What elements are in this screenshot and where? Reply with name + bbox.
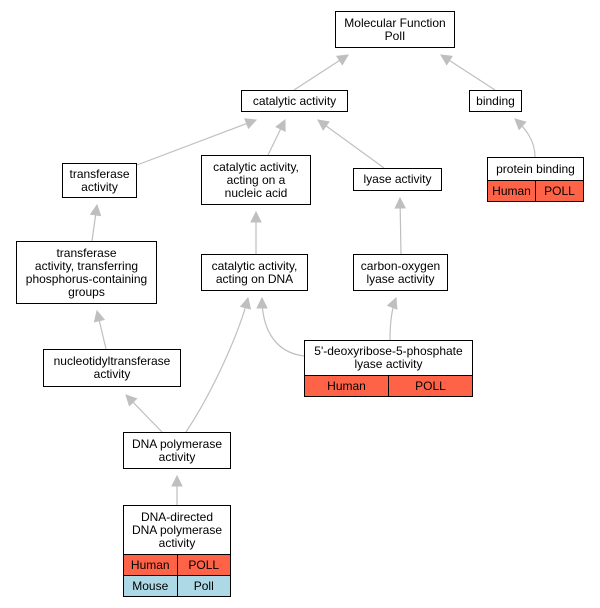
node-label: lyase activity — [363, 172, 432, 186]
gene-cell: POLL — [535, 181, 583, 201]
edge-directed-to-polymerase-arrowhead — [171, 474, 183, 487]
edge-polymerase-to-nucleotidyl-arrowhead — [125, 394, 138, 407]
node-dna-directed-polymerase[interactable]: DNA-directed DNA polymerase activity Hum… — [123, 505, 231, 597]
node-transferase-activity[interactable]: transferase activity — [62, 163, 137, 198]
gene-cell: POLL — [176, 555, 231, 575]
node-deoxyribose-lyase[interactable]: 5'-deoxyribose-5-phosphate lyase activit… — [304, 340, 473, 397]
node-label: nucleotidyltransferase activity — [53, 354, 171, 381]
edge-binding-to-root — [440, 54, 496, 91]
edge-protein-binding-to-binding-arrowhead — [514, 118, 527, 131]
annotation-row-human: Human POLL — [124, 554, 230, 575]
edge-phosphorus-to-transferase-arrowhead — [89, 203, 102, 217]
edge-polymerase-to-dna-arrowhead — [239, 296, 252, 310]
gene-cell: Poll — [176, 576, 231, 596]
node-label: transferase activity, transferring phosp… — [25, 245, 148, 299]
edge-carbon-to-lyase-arrowhead — [394, 196, 406, 209]
node-lyase-activity[interactable]: lyase activity — [353, 168, 442, 191]
annotation-row-mouse: Mouse Poll — [124, 575, 230, 596]
edge-nucleotidyl-to-phosphorus-arrowhead — [93, 309, 106, 323]
edge-transferase-to-catalytic-arrowhead — [244, 118, 258, 130]
node-label: DNA-directed DNA polymerase activity — [131, 509, 223, 550]
node-label: catalytic activity, acting on DNA — [211, 258, 298, 286]
node-label: binding — [476, 93, 515, 108]
edge-dna-to-nucleic-arrowhead — [250, 210, 262, 223]
node-label: Molecular Function PolI — [344, 15, 446, 43]
edge-lyase-to-catalytic-arrowhead — [317, 119, 330, 131]
node-label: transferase activity — [69, 166, 130, 194]
edge-catalytic-to-root-arrowhead — [336, 54, 349, 66]
edge-lyase-to-catalytic — [317, 119, 385, 169]
node-label: 5'-deoxyribose-5-phosphate lyase activit… — [314, 344, 463, 371]
node-carbon-oxygen-lyase[interactable]: carbon-oxygen lyase activity — [353, 254, 448, 291]
edge-nucleic-to-catalytic-arrowhead — [275, 118, 286, 132]
species-cell: Human — [130, 558, 170, 572]
species-cell: Human — [327, 379, 366, 393]
species-cell: Human — [492, 184, 531, 198]
node-molecular-function[interactable]: Molecular Function PolI — [335, 11, 455, 48]
edge-deoxy-to-carbon-arrowhead — [386, 296, 398, 310]
edge-deoxy-to-dna-arrowhead — [256, 296, 268, 309]
node-label: carbon-oxygen lyase activity — [360, 258, 441, 286]
node-transferase-phosphorus[interactable]: transferase activity, transferring phosp… — [16, 241, 157, 304]
node-catalytic-dna[interactable]: catalytic activity, acting on DNA — [201, 254, 308, 291]
edge-polymerase-to-dna — [185, 297, 249, 433]
node-label: DNA polymerase activity — [131, 436, 223, 464]
edge-catalytic-to-root — [293, 54, 349, 91]
annotation-row-human: Human POLL — [488, 180, 583, 201]
species-cell: Mouse — [132, 579, 169, 593]
node-label: catalytic activity — [252, 93, 337, 108]
annotation-row-human: Human POLL — [305, 375, 472, 396]
node-nucleotidyltransferase[interactable]: nucleotidyltransferase activity — [43, 349, 181, 387]
node-dna-polymerase[interactable]: DNA polymerase activity — [123, 432, 231, 469]
gene-cell: POLL — [388, 376, 472, 396]
edge-transferase-to-catalytic — [136, 119, 257, 166]
node-catalytic-activity[interactable]: catalytic activity — [241, 90, 348, 112]
node-label: catalytic activity, acting on a nucleic … — [213, 159, 299, 200]
node-catalytic-nucleic-acid[interactable]: catalytic activity, acting on a nucleic … — [201, 155, 311, 205]
edge-deoxy-to-dna — [261, 297, 305, 357]
node-protein-binding[interactable]: protein binding Human POLL — [487, 157, 584, 202]
node-label: protein binding — [496, 161, 575, 176]
edge-binding-to-root-arrowhead — [440, 54, 453, 66]
node-binding[interactable]: binding — [469, 90, 522, 112]
